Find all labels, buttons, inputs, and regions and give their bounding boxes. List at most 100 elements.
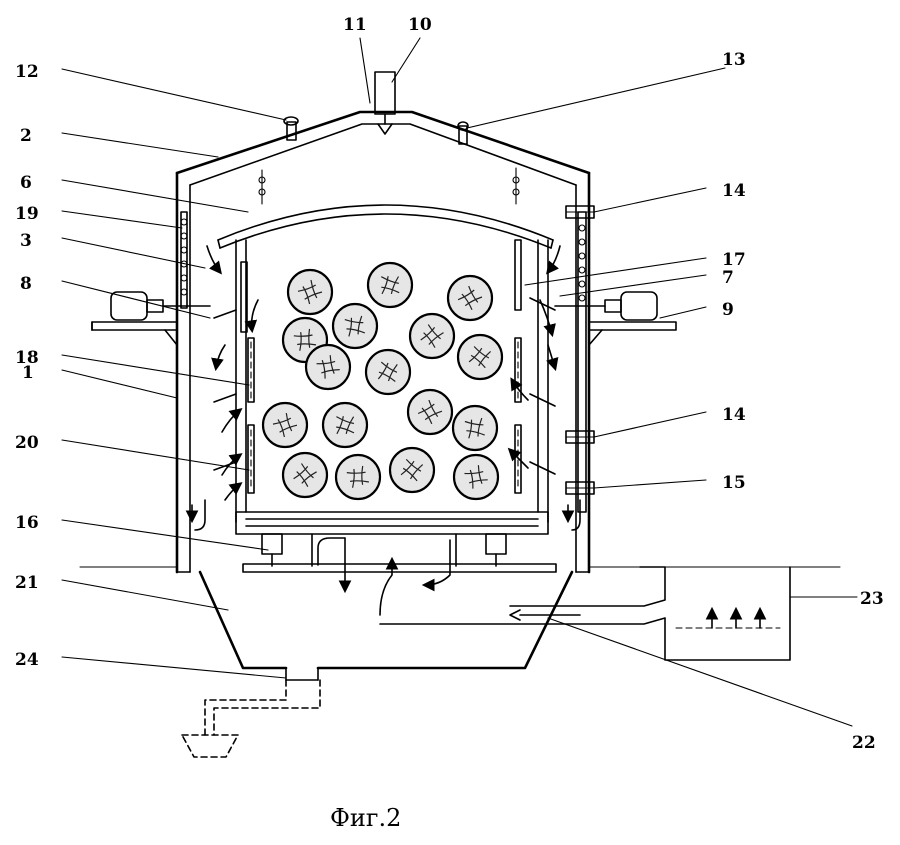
log-grain xyxy=(380,361,398,373)
inner-chamber xyxy=(235,239,549,535)
log-grain xyxy=(387,364,398,382)
log-cross-section xyxy=(451,404,499,452)
exhaust-pipe xyxy=(374,71,396,135)
log-grain xyxy=(390,276,400,295)
log-grain xyxy=(310,279,318,299)
valve-left xyxy=(283,116,299,141)
callout-12: 12 xyxy=(15,62,39,82)
callout-21: 21 xyxy=(15,573,39,593)
log-grain xyxy=(279,424,298,433)
log-grain xyxy=(302,286,311,305)
log-grain xyxy=(304,291,323,300)
log-grain xyxy=(301,471,317,484)
log-grain xyxy=(321,369,340,374)
heater-pipe-left xyxy=(180,211,188,309)
heater-pipe-right xyxy=(565,205,595,513)
log-grain xyxy=(299,332,302,351)
callout-13: 13 xyxy=(722,50,746,70)
log-grain xyxy=(297,284,317,292)
log-cross-section xyxy=(286,268,334,316)
log-grain xyxy=(423,332,436,348)
log-cross-section xyxy=(366,261,414,309)
log-cross-section xyxy=(406,388,454,436)
log-grain xyxy=(400,460,415,476)
air-duct xyxy=(379,566,791,661)
log-grain xyxy=(405,458,422,472)
log-grain xyxy=(344,319,364,324)
callout-6: 6 xyxy=(20,173,32,193)
log-grain xyxy=(293,334,313,337)
log-cross-section xyxy=(408,312,456,360)
callout-17: 17 xyxy=(722,250,746,270)
log-cross-section xyxy=(304,343,352,391)
log-grain xyxy=(477,465,483,484)
log-grain xyxy=(428,399,439,417)
airflow-arrows xyxy=(185,245,581,616)
log-grain xyxy=(417,403,435,415)
log-grain xyxy=(477,417,483,437)
log-grain xyxy=(336,416,355,425)
baffles-left xyxy=(213,261,255,494)
log-grain xyxy=(349,480,370,483)
log-grain xyxy=(285,413,293,432)
log-grain xyxy=(329,355,335,374)
callout-16: 16 xyxy=(15,513,39,533)
log-grain xyxy=(378,371,396,382)
log-cross-sections xyxy=(261,261,504,501)
callout-20: 20 xyxy=(15,433,39,453)
log-grain xyxy=(409,464,424,480)
callout-22: 22 xyxy=(852,733,876,753)
log-cross-section xyxy=(321,401,369,449)
fan-motor-left xyxy=(91,291,211,346)
log-grain xyxy=(348,317,353,337)
log-grain xyxy=(457,289,475,301)
log-grain xyxy=(381,276,389,295)
fan-motor-right xyxy=(554,291,677,346)
log-grain xyxy=(293,466,309,480)
log-grain xyxy=(468,285,479,303)
log-grain xyxy=(357,315,363,335)
callout-9: 9 xyxy=(722,300,734,320)
log-cross-section xyxy=(364,348,412,396)
callout-7: 7 xyxy=(722,268,734,288)
log-grain xyxy=(352,468,355,488)
callout-19: 19 xyxy=(15,204,39,224)
log-grain xyxy=(464,420,484,426)
log-grain xyxy=(336,426,355,434)
log-grain xyxy=(381,286,400,294)
log-cross-section xyxy=(388,446,436,494)
callout-15: 15 xyxy=(722,473,746,493)
log-grain xyxy=(427,324,441,340)
drain-outlet-dashed xyxy=(181,679,321,758)
log-grain xyxy=(346,471,366,474)
log-cross-section xyxy=(261,401,309,449)
log-cross-section xyxy=(281,451,329,499)
log-cross-section xyxy=(331,302,379,350)
log-grain xyxy=(321,359,326,379)
log-grain xyxy=(469,469,474,489)
log-grain xyxy=(464,296,483,307)
log-grain xyxy=(377,362,389,380)
log-grain xyxy=(297,343,317,346)
callout-24: 24 xyxy=(15,650,39,670)
callout-8: 8 xyxy=(20,274,32,294)
log-grain xyxy=(336,416,344,435)
log-grain xyxy=(468,419,473,439)
dome-reflector xyxy=(217,204,554,249)
log-grain xyxy=(468,479,488,484)
log-grain xyxy=(428,332,444,345)
leader-lines xyxy=(61,37,858,727)
log-grain xyxy=(473,346,490,359)
log-grain xyxy=(466,430,485,436)
log-grain xyxy=(461,293,473,311)
log-grain xyxy=(464,471,484,475)
log-grain xyxy=(468,347,483,363)
chains xyxy=(258,167,520,205)
ash-hopper xyxy=(198,570,574,681)
callout-labels: 12 2 6 19 3 8 18 1 20 16 21 24 11 10 13 … xyxy=(15,15,884,753)
log-cross-section xyxy=(446,274,494,322)
floor-plate xyxy=(79,563,841,573)
log-cross-section xyxy=(452,453,500,501)
log-grain xyxy=(308,328,311,348)
